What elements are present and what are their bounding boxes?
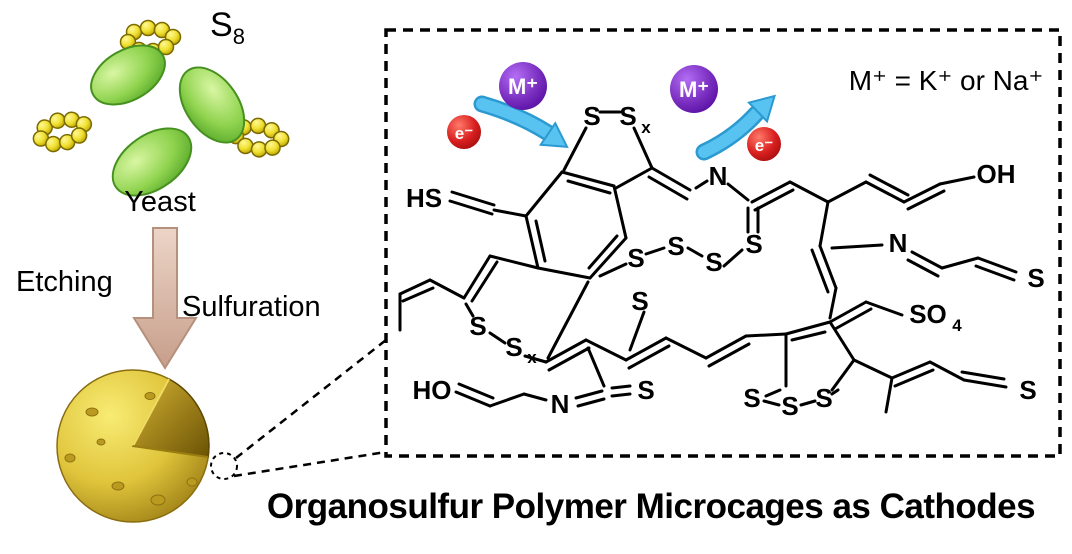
ion-insertion-arrow [473,95,569,148]
atom-label: 4 [952,316,962,335]
atom-label: S [815,383,832,413]
atom-labels: S S x HS N OH N S S S S S S S S x SO 4 H… [406,101,1045,421]
zoom-connector-line [233,450,387,478]
cation-badge: M⁺ [670,65,718,113]
atom-label: HS [406,183,442,213]
atom-label: N [709,161,728,191]
process-arrow [132,227,198,370]
atom-label: S [667,231,684,261]
s8-label-base: S [210,6,233,44]
sulfuration-label: Sulfuration [182,291,321,323]
zoom-box [384,28,1062,458]
atom-label: S [745,229,762,259]
atom-label: S [743,383,760,413]
zoom-connector-line [235,339,387,459]
s8-molecule [27,105,97,158]
atom-label: x [527,348,537,367]
atom-label: SO [909,299,947,329]
cation-badge: M⁺ [499,62,547,110]
yeast-cell [111,127,193,197]
electron-badge-label: e⁻ [755,136,773,155]
molecule-bonds [398,110,1018,414]
atom-label: S [619,101,636,131]
zoom-indicator-circle [210,452,238,480]
yeast-label: Yeast [124,186,196,218]
ion-extraction-arrow [695,94,777,161]
s8-label: S8 [210,6,245,50]
atom-label: S [705,247,722,277]
cation-badge-label: M⁺ [508,74,538,99]
electron-badge: e⁻ [747,127,781,161]
atom-label: S [627,243,644,273]
atom-label: x [641,118,651,137]
s8-label-subscript: 8 [232,23,245,49]
atom-label: HO [413,375,452,405]
atom-label: N [551,389,570,419]
yeast-cell [178,66,246,144]
atom-label: S [583,101,600,131]
atom-label: S [781,391,798,421]
yeast-cells [90,44,246,197]
electron-badge-label: e⁻ [455,124,473,143]
atom-label: S [637,375,654,405]
atom-label: S [631,286,648,316]
sphere-cutout [131,377,210,458]
atom-label: S [469,311,486,341]
caption: Organosulfur Polymer Microcages as Catho… [266,487,1036,526]
microcage-sphere [56,369,238,523]
atom-label: S [505,332,522,362]
atom-label: S [1027,263,1044,293]
atom-label: OH [977,159,1016,189]
yeast-cell [90,44,166,106]
atom-label: N [889,228,908,258]
cation-definition-note: M⁺ = K⁺ or Na⁺ [848,65,1044,96]
electron-badge: e⁻ [447,115,481,149]
atom-label: S [1019,375,1036,405]
cation-badge-label: M⁺ [679,77,709,102]
sphere-craters [64,392,198,506]
etching-label: Etching [16,266,113,298]
